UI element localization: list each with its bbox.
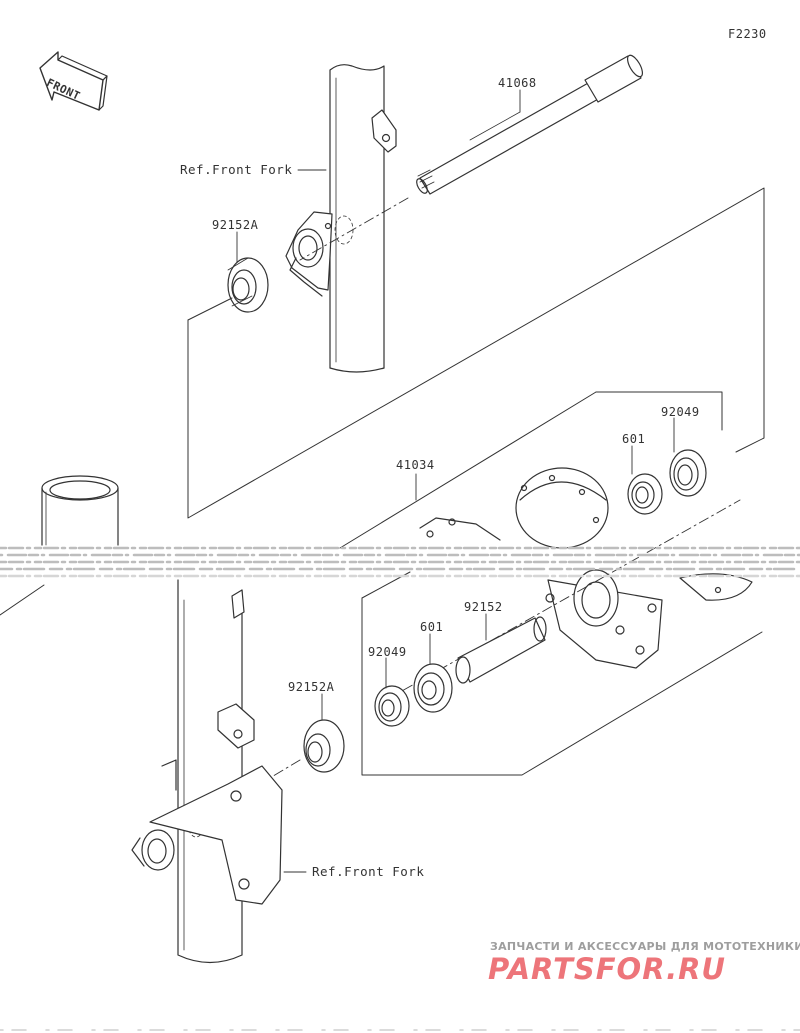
callout-41068: 41068 — [498, 76, 537, 90]
scan-artifact-band — [0, 546, 800, 578]
collar-92152 — [455, 616, 547, 684]
ref-front-fork-upper: Ref.Front Fork — [180, 162, 293, 177]
bearing-601-right — [627, 473, 663, 515]
collar-92152A-upper — [227, 257, 269, 313]
callout-92152A-lower: 92152A — [288, 680, 335, 694]
collar-92152A-lower — [303, 719, 345, 773]
callout-92049-right: 92049 — [661, 405, 700, 419]
upper-fork-tube — [285, 64, 397, 373]
lower-fork-tube-top — [41, 475, 119, 546]
ref-front-fork-lower: Ref.Front Fork — [312, 864, 425, 879]
watermark-logo: PARTSFOR.RU — [488, 952, 726, 986]
bearing-601-left — [413, 663, 453, 713]
seal-92049-left — [374, 685, 410, 727]
axle-41068 — [416, 54, 643, 195]
seal-92049-right — [669, 449, 707, 497]
callout-601-right: 601 — [622, 432, 646, 446]
callout-92152: 92152 — [464, 600, 503, 614]
callout-41034: 41034 — [396, 458, 435, 472]
callout-601-left: 601 — [420, 620, 444, 634]
figure-code: F2230 — [728, 27, 767, 41]
watermark-logo-icon — [486, 956, 790, 988]
callout-92152A-upper: 92152A — [212, 218, 259, 232]
callout-92049-left: 92049 — [368, 645, 407, 659]
lower-fork-tube — [131, 579, 283, 964]
front-arrow-icon — [39, 51, 108, 111]
hub-41034 — [419, 467, 753, 669]
leader-lines — [236, 89, 675, 873]
watermark-logo-text: PARTSFOR.RU — [488, 952, 726, 986]
watermark-caption: ЗАПЧАСТИ И АКСЕССУАРЫ ДЛЯ МОТОТЕХНИКИ — [490, 940, 800, 953]
